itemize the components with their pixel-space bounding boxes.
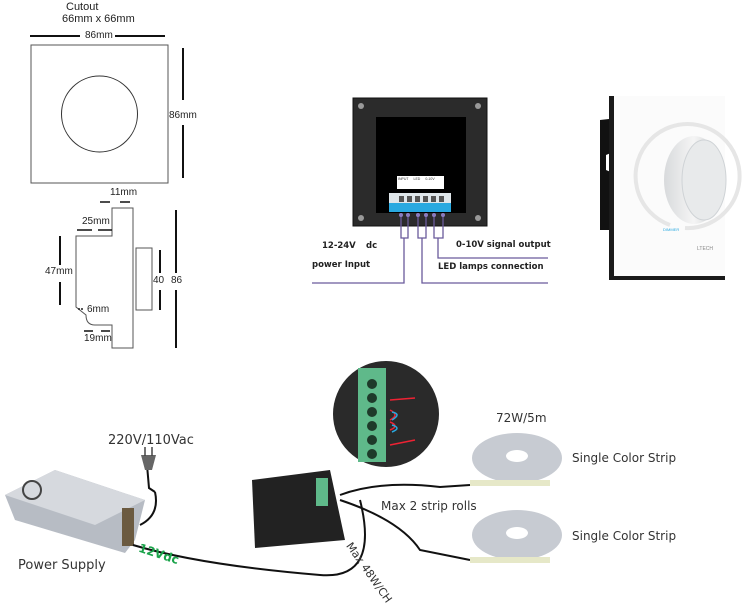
- cutout-circle: [61, 75, 138, 153]
- dimmer-rear-unit: [252, 470, 345, 548]
- max-rolls-label: Max 2 strip rolls: [381, 499, 477, 513]
- side-view-drawing: [59, 201, 177, 349]
- knob-label: DIMMER: [663, 227, 680, 232]
- terminal-group-input: INPUT: [398, 177, 409, 181]
- dial-ring: [633, 122, 742, 231]
- brand-label: LTECH: [697, 246, 714, 252]
- psu-fan: [22, 480, 42, 500]
- power-voltage-label: 12-24V: [322, 241, 356, 251]
- lead-wires: [312, 215, 548, 284]
- knob-height-label: 40: [153, 275, 165, 286]
- notch-label: 6mm: [87, 304, 110, 315]
- strip-power-label: 72W/5m: [496, 411, 547, 425]
- mains-plug: [141, 455, 156, 470]
- strip-1-label: Single Color Strip: [572, 451, 677, 465]
- power-supply-label: Power Supply: [18, 558, 106, 573]
- mains-voltage-label: 220V/110Vac: [108, 433, 194, 448]
- total-height-label: 86: [171, 275, 183, 286]
- dimmer-terminal: [316, 478, 328, 506]
- strip-tail-2: [470, 557, 550, 563]
- power-dc-label: dc: [366, 241, 378, 251]
- terminal-group-led: LED: [413, 177, 421, 181]
- output-cable-1: [339, 483, 471, 496]
- back-height-label: 47mm: [45, 266, 73, 277]
- cutout-size: 66mm x 66mm: [62, 13, 135, 25]
- led-connection-label: LED lamps connection: [438, 262, 544, 272]
- front-view-drawing: [30, 35, 184, 184]
- width-label: 86mm: [85, 30, 113, 41]
- signal-output-label: 0-10V signal output: [456, 240, 551, 250]
- side-profile: [75, 207, 134, 349]
- wiring-drawing: [5, 361, 562, 577]
- rear-panel-drawing: [312, 97, 548, 284]
- power-input-label: power Input: [312, 260, 371, 270]
- height-label: 86mm: [169, 110, 197, 121]
- back-width-label: 25mm: [82, 216, 110, 227]
- output-cable-2: [339, 499, 471, 561]
- strip-2-label: Single Color Strip: [572, 529, 677, 543]
- top-depth-label: 11mm: [110, 187, 138, 198]
- knob-face: [681, 139, 727, 221]
- terminal-group-signal: 0-10V: [425, 177, 435, 181]
- cutout-title: Cutout: [66, 1, 99, 13]
- mains-cable: [139, 491, 157, 526]
- terminal-screws: [399, 196, 444, 202]
- dc-cable: [132, 499, 366, 577]
- terminal-group-labels: INPUT LED 0-10V: [398, 177, 435, 181]
- strip-tail-1: [470, 480, 550, 486]
- terminal-label-plate: [397, 176, 444, 189]
- bottom-depth-label: 19mm: [84, 333, 112, 344]
- knob-profile: [135, 247, 153, 311]
